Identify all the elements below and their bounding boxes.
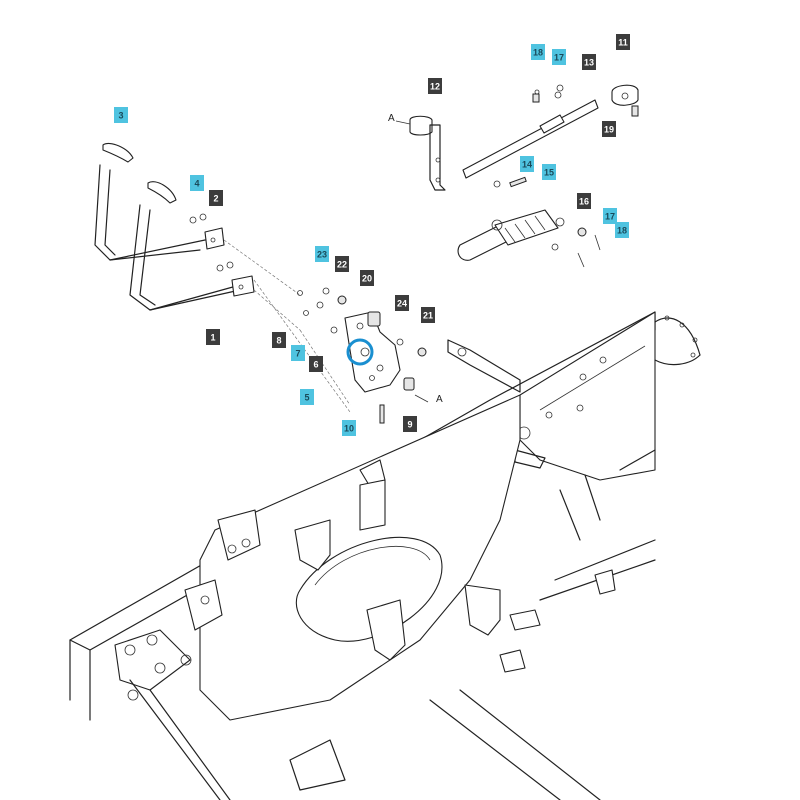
callout-number: 24 (397, 299, 407, 309)
callout-box (395, 295, 409, 311)
callout-box (342, 420, 356, 436)
callout-20: 20 (360, 270, 374, 286)
callout-box (602, 121, 616, 137)
callout-box (300, 389, 314, 405)
callout-number: 9 (407, 420, 412, 430)
callout-box (577, 193, 591, 209)
callout-number: 15 (544, 168, 554, 178)
callout-11: 11 (616, 34, 630, 50)
callout-number: 18 (617, 226, 627, 236)
callout-9: 9 (403, 416, 417, 432)
callout-23: 23 (315, 246, 329, 262)
highlighted-part-ring (346, 338, 374, 366)
callout-15: 15 (542, 164, 556, 180)
pedal-assembly (94, 142, 351, 413)
callout-5: 5 (300, 389, 314, 405)
callout-number: 10 (344, 424, 354, 434)
callout-number: 7 (295, 349, 300, 359)
callout-number: 23 (317, 250, 327, 260)
callout-12: 12 (428, 78, 442, 94)
callout-8: 8 (272, 332, 286, 348)
callout-21: 21 (421, 307, 435, 323)
callout-box (428, 78, 442, 94)
callout-4: 4 (190, 175, 204, 191)
callout-box (403, 416, 417, 432)
callout-box (421, 307, 435, 323)
callout-6: 6 (309, 356, 323, 372)
callout-box (531, 44, 545, 60)
callout-box (309, 356, 323, 372)
callout-number: 11 (618, 38, 628, 48)
callout-box (582, 54, 596, 70)
callout-17: 17 (552, 49, 566, 65)
callout-7: 7 (291, 345, 305, 361)
callout-number: 17 (554, 53, 564, 63)
callout-18: 18 (531, 44, 545, 60)
callout-2: 2 (209, 190, 223, 206)
callout-18: 18 (615, 222, 629, 238)
reference-letter-a-center: A (436, 394, 443, 405)
callout-number: 17 (605, 212, 615, 222)
callout-box (209, 190, 223, 206)
callout-number: 3 (118, 111, 123, 121)
callout-box (190, 175, 204, 191)
callout-box (206, 329, 220, 345)
callout-box (360, 270, 374, 286)
callout-box (291, 345, 305, 361)
callout-number: 4 (194, 179, 199, 189)
callout-number: 13 (584, 58, 594, 68)
callout-box (615, 222, 629, 238)
callout-number: 21 (423, 311, 433, 321)
callout-box (603, 208, 617, 224)
callout-number: 16 (579, 197, 589, 207)
callout-13: 13 (582, 54, 596, 70)
callout-box (542, 164, 556, 180)
callout-number: 5 (304, 393, 309, 403)
callout-box (552, 49, 566, 65)
callout-box (616, 34, 630, 50)
callout-17: 17 (603, 208, 617, 224)
callout-number: 1 (210, 333, 215, 343)
callout-number: 14 (522, 160, 532, 170)
callout-number: 22 (337, 260, 347, 270)
callout-14: 14 (520, 156, 534, 172)
callout-box (335, 256, 349, 272)
callout-number: 2 (213, 194, 218, 204)
callout-number: 12 (430, 82, 440, 92)
callout-number: 20 (362, 274, 372, 284)
chassis-frame (69, 311, 701, 800)
reference-letter-a-top: A (388, 113, 395, 124)
callout-box (114, 107, 128, 123)
callout-16: 16 (577, 193, 591, 209)
callout-number: 6 (313, 360, 318, 370)
callout-labels: 1234567891011121314151617171818192021222… (114, 34, 630, 436)
callout-10: 10 (342, 420, 356, 436)
callout-number: 18 (533, 48, 543, 58)
callout-24: 24 (395, 295, 409, 311)
callout-number: 8 (276, 336, 281, 346)
callout-1: 1 (206, 329, 220, 345)
callout-19: 19 (602, 121, 616, 137)
brake-bracket-assembly: A (297, 287, 443, 424)
callout-number: 19 (604, 125, 614, 135)
callout-3: 3 (114, 107, 128, 123)
callout-box (315, 246, 329, 262)
callout-22: 22 (335, 256, 349, 272)
callout-box (272, 332, 286, 348)
callout-box (520, 156, 534, 172)
upper-linkage: A (388, 84, 639, 268)
